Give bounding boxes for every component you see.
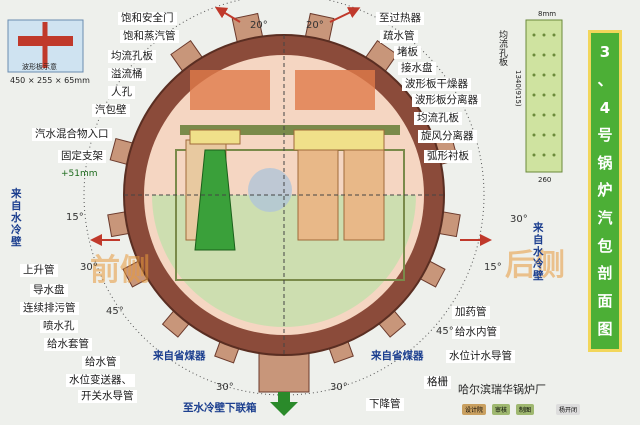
label-dosing-pipe: 加药管 <box>452 306 490 319</box>
source-watermark: 哈尔滨瑞华锅炉厂 <box>458 381 628 415</box>
label-water-tray: 接水盘 <box>398 62 436 75</box>
front-watermark: 前侧 <box>90 253 150 288</box>
label-fixed-support: 固定支架 <box>58 150 106 163</box>
down-arrow-head <box>270 402 298 416</box>
label-switch-water-pipe: 开关水导管 <box>78 390 137 403</box>
label-grating: 格栅 <box>424 376 451 389</box>
label-saturated-steam-pipe: 饱和蒸汽管 <box>120 30 179 43</box>
label-wave-separator: 波形板分离器 <box>412 94 481 107</box>
title-char-1: 、 <box>597 70 613 89</box>
label-riser: 上升管 <box>20 264 58 277</box>
tag-4: 杨开闭 <box>556 404 581 415</box>
label-spray-hole: 喷水孔 <box>40 320 78 333</box>
angle-right-top-30: 30° <box>510 214 528 225</box>
title-char-8: 剖 <box>597 264 613 283</box>
label-orifice-plate-left: 均流孔板 <box>108 50 156 63</box>
title-char-3: 号 <box>597 126 613 145</box>
title-char-0: 3 <box>599 43 611 62</box>
tag-1: 设计院 <box>462 404 487 415</box>
orifice-plate <box>180 125 400 135</box>
orifice-name: 均流孔板 <box>497 30 507 66</box>
cyclone-cap-left <box>189 129 241 145</box>
flow-arrows <box>90 6 492 246</box>
angle-top-left: 20° <box>250 20 268 31</box>
angle-top-right: 20° <box>306 20 324 31</box>
label-level-gauge-pipe: 水位计水导管 <box>446 350 515 363</box>
angle-bottom-right: 30° <box>330 382 348 393</box>
label-feedwater-inner-pipe: 给水内管 <box>452 326 500 339</box>
label-to-lower-header: 至水冷壁下联箱 <box>183 402 257 414</box>
inner-baffle <box>175 149 405 281</box>
label-guide-plate: 导水盘 <box>30 284 68 297</box>
label-feedwater-pipe: 给水管 <box>82 356 120 369</box>
orifice-top-dim: 8mm <box>538 10 557 18</box>
title-char-2: 4 <box>599 98 611 117</box>
title-char-9: 面 <box>597 291 613 310</box>
label-drain-pipe: 疏水管 <box>380 30 418 43</box>
label-offset: +51mm <box>61 169 98 179</box>
angle-right-45: 45° <box>436 326 454 337</box>
label-from-waterwall-left: 来自水冷壁 <box>11 188 22 248</box>
wave-plate-dryer-left <box>190 70 270 110</box>
orifice-height-dim: 1340(915) <box>514 70 522 107</box>
tag-2: 审核 <box>492 404 511 415</box>
label-blocking-plate: 堵板 <box>394 46 421 59</box>
title-char-6: 汽 <box>597 209 613 228</box>
orifice-width-dim: 260 <box>538 176 552 184</box>
label-arc-liner: 弧形衬板 <box>424 150 472 163</box>
angle-right-15: 15° <box>484 262 502 273</box>
angle-bottom-left: 30° <box>216 382 234 393</box>
label-orifice-plate-right: 均流孔板 <box>414 112 462 125</box>
title-char-7: 包 <box>597 236 613 255</box>
title-char-4: 锅 <box>597 153 613 172</box>
title-char-10: 图 <box>597 319 613 338</box>
label-from-economizer-right: 来自省煤器 <box>371 350 424 362</box>
orifice-holes <box>532 33 556 157</box>
wave-plate-dryer-right <box>295 70 375 110</box>
label-wave-dryer: 波形板干燥器 <box>402 78 471 91</box>
label-feedwater-sleeve: 给水套管 <box>44 338 92 351</box>
label-level-transmitter: 水位变送器、 <box>66 374 135 387</box>
label-from-waterwall-right: 来自水冷壁 <box>533 222 544 282</box>
rear-watermark: 后侧 <box>505 248 565 283</box>
label-drum-wall: 汽包壁 <box>92 104 130 117</box>
title-char-5: 炉 <box>597 181 613 200</box>
watermark-text: 哈尔滨瑞华锅炉厂 <box>458 383 546 396</box>
label-overflow-bucket: 溢流桶 <box>108 68 146 81</box>
label-mixture-inlet: 汽水混合物入口 <box>32 128 112 141</box>
label-cyclone-separator: 旋风分离器 <box>418 130 477 143</box>
tag-3: 制图 <box>516 404 535 415</box>
angle-left-15: 15° <box>66 212 84 223</box>
cyclone-2 <box>297 149 339 241</box>
water-level-sphere <box>248 168 292 212</box>
label-saturated-safety-valve: 饱和安全门 <box>118 12 177 25</box>
label-to-superheater: 至过热器 <box>376 12 424 25</box>
angle-arc <box>83 0 485 396</box>
wave-plate-dims: 450 × 255 × 65mm <box>10 76 90 85</box>
angle-left-low-30: 30° <box>80 262 98 273</box>
label-from-economizer-left: 来自省煤器 <box>153 350 206 362</box>
angle-left-45: 45° <box>106 306 124 317</box>
label-manhole: 人孔 <box>108 86 135 99</box>
swirl-element <box>194 149 236 251</box>
label-blowdown-pipe: 连续排污管 <box>20 302 79 315</box>
cyclone-cap <box>293 129 385 151</box>
wave-plate-caption: 波形板示意 <box>22 63 57 71</box>
title-bar: 3 、 4 号锅炉汽包剖面图 <box>588 30 622 352</box>
label-downcomer: 下降管 <box>366 398 404 411</box>
